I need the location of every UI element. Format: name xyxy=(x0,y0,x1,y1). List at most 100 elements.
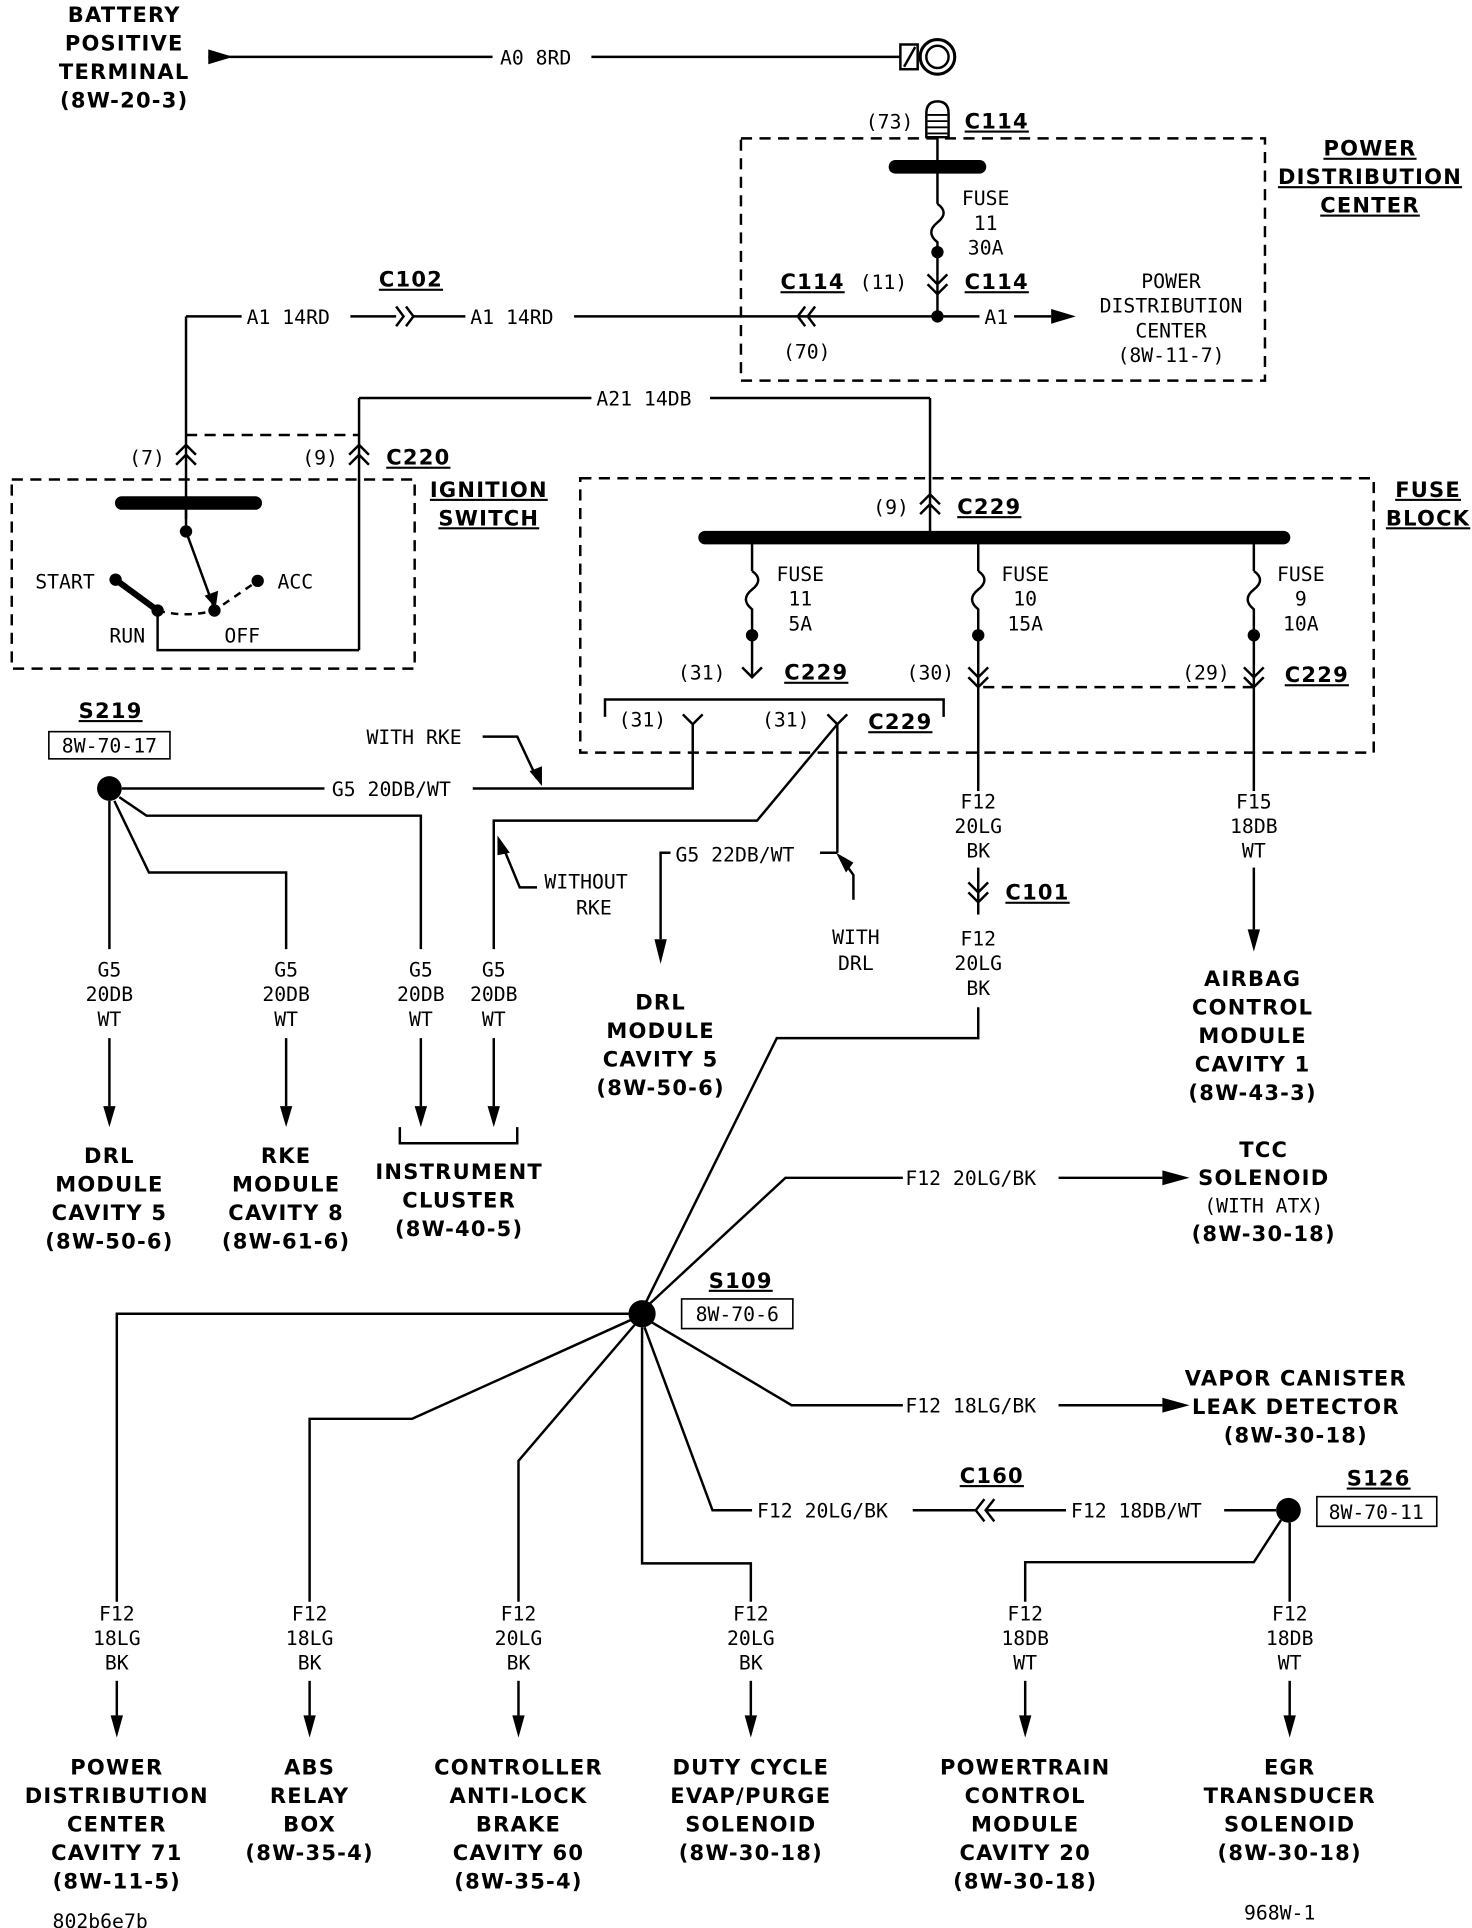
destination-tcc-solenoid: SOLENOID xyxy=(1198,1165,1329,1190)
wire-g5 xyxy=(472,724,694,790)
connector-icon xyxy=(919,492,941,516)
arrow-icon xyxy=(103,1106,116,1128)
battery-label: BATTERY POSITIVE TERMINAL (8W-20-3) xyxy=(59,2,190,112)
destination-evap-purge-solenoid: (8W-30-18) xyxy=(679,1840,823,1865)
connector-c114-label[interactable]: C114 xyxy=(965,269,1029,294)
switch-position-label: ACC xyxy=(277,570,313,593)
pdc-title: CENTER xyxy=(1320,193,1420,218)
switch-position-label: OFF xyxy=(224,625,260,648)
fuse-label: FUSE xyxy=(962,187,1010,210)
pdc-title: DISTRIBUTION xyxy=(1278,164,1462,189)
destination-airbag-module: CONTROL xyxy=(1192,995,1313,1020)
destination-rke-module: (8W-61-6) xyxy=(222,1228,350,1253)
connector-icon xyxy=(348,443,370,466)
destination-evap-purge-solenoid: SOLENOID xyxy=(685,1812,816,1837)
leader-line xyxy=(482,735,539,780)
switch-position-label: RUN xyxy=(109,625,145,648)
destination-label: DISTRIBUTION xyxy=(1100,295,1243,318)
destination-pdc-cavity-71: (8W-11-5) xyxy=(53,1868,181,1893)
wire-label: F12 xyxy=(1272,1602,1308,1625)
connector-c114-label[interactable]: C114 xyxy=(780,269,844,294)
fuse-block-title: BLOCK xyxy=(1386,505,1470,530)
destination-egr-solenoid: (8W-30-18) xyxy=(1218,1840,1362,1865)
connector-icon xyxy=(1243,666,1265,689)
connector-c160-label[interactable]: C160 xyxy=(960,1463,1024,1488)
connector-icon xyxy=(967,881,989,904)
destination-pcm: (8W-30-18) xyxy=(953,1868,1097,1893)
pin-label: (31) xyxy=(678,662,726,685)
wire-f12 xyxy=(639,1007,980,1314)
wire-label-g5: G5 20DB/WT xyxy=(332,778,451,801)
connector-c229-label[interactable]: C229 xyxy=(1285,662,1349,687)
pin-label: (29) xyxy=(1182,662,1230,685)
pin-label: (9) xyxy=(302,447,338,470)
wire-label: G5 xyxy=(97,958,121,981)
fuse-icon[interactable] xyxy=(970,569,986,631)
wire-label: F12 18DB/WT xyxy=(1071,1500,1202,1523)
wire-label: F12 20LG/BK xyxy=(757,1500,888,1523)
wire-g5 xyxy=(118,796,423,950)
destination-evap-purge-solenoid: DUTY CYCLE xyxy=(672,1755,829,1780)
pin-label: (70) xyxy=(783,340,831,363)
connector-c229-label[interactable]: C229 xyxy=(957,494,1021,519)
connector-c220-label[interactable]: C220 xyxy=(386,445,450,470)
battery-label-line: TERMINAL xyxy=(59,59,190,84)
connector-icon xyxy=(926,273,949,296)
connector-icon xyxy=(741,666,763,680)
destination-drl-module: CAVITY 5 xyxy=(52,1200,168,1225)
destination-abs-relay-box: (8W-35-4) xyxy=(245,1840,373,1865)
connector-c229-label[interactable]: C229 xyxy=(868,709,932,734)
splice-s126-ref[interactable]: 8W-70-11 xyxy=(1329,1501,1424,1524)
connector-c114-label[interactable]: C114 xyxy=(965,109,1029,134)
arrow-icon xyxy=(204,590,219,609)
connector-c102-label[interactable]: C102 xyxy=(379,267,443,292)
fuse-label: 9 xyxy=(1295,588,1307,611)
connector-c229-label[interactable]: C229 xyxy=(784,660,848,685)
destination-drl-module: MODULE xyxy=(55,1171,163,1196)
leader-line xyxy=(501,844,538,889)
destination-airbag-module: MODULE xyxy=(1198,1023,1306,1048)
destination-abs-relay-box: ABS xyxy=(284,1755,335,1780)
arrow-icon xyxy=(414,1106,428,1128)
wire-label: BK xyxy=(739,1652,763,1675)
wire-label: F12 18LG/BK xyxy=(905,1395,1036,1418)
wire-label: WT xyxy=(482,1008,506,1031)
destination-instrument-cluster: (8W-40-5) xyxy=(395,1216,523,1241)
fuse-label: FUSE xyxy=(1001,563,1049,586)
splice-dot-s219 xyxy=(97,776,122,801)
fuse-icon[interactable] xyxy=(1246,569,1262,631)
destination-tcc-solenoid: (8W-30-18) xyxy=(1192,1221,1336,1246)
fuse-label: FUSE xyxy=(1277,563,1325,586)
wire-label: F12 xyxy=(501,1602,537,1625)
arrow-icon xyxy=(1247,929,1261,952)
wire-label: F12 20LG/BK xyxy=(905,1167,1036,1190)
splice-s109-label[interactable]: S109 xyxy=(709,1268,773,1293)
destination-drl-module: DRL xyxy=(635,990,686,1015)
ignition-title: IGNITION xyxy=(430,477,548,502)
destination-abs-relay-box: BOX xyxy=(283,1812,336,1837)
wire-label-g5-22: G5 22DB/WT xyxy=(675,843,794,866)
wire-label-a0: A0 8RD xyxy=(500,46,571,69)
destination-airbag-module: (8W-43-3) xyxy=(1188,1080,1316,1105)
fuse-icon[interactable] xyxy=(744,569,760,631)
wire-label: G5 xyxy=(482,958,506,981)
arrow-icon xyxy=(110,1715,123,1738)
connector-c101-label[interactable]: C101 xyxy=(1005,880,1069,905)
arrow-icon xyxy=(654,939,667,964)
wire-label: 18DB xyxy=(1230,815,1278,838)
note-with-rke: WITH RKE xyxy=(366,726,461,749)
splice-s219-ref[interactable]: 8W-70-17 xyxy=(62,735,157,758)
fuse-label: 10A xyxy=(1283,612,1319,635)
splice-s126-label[interactable]: S126 xyxy=(1347,1466,1411,1491)
arrow-icon xyxy=(836,852,854,873)
wire-g5 xyxy=(659,851,671,940)
wire-label-a21: A21 14DB xyxy=(596,387,691,410)
splice-s109-ref[interactable]: 8W-70-6 xyxy=(696,1303,779,1326)
reference-box xyxy=(48,730,171,760)
connector-icon xyxy=(826,713,849,726)
switch-blade[interactable] xyxy=(184,531,215,607)
fuse-icon[interactable] xyxy=(930,202,945,248)
splice-s219-label[interactable]: S219 xyxy=(79,698,143,723)
arrow-icon xyxy=(744,1715,758,1738)
